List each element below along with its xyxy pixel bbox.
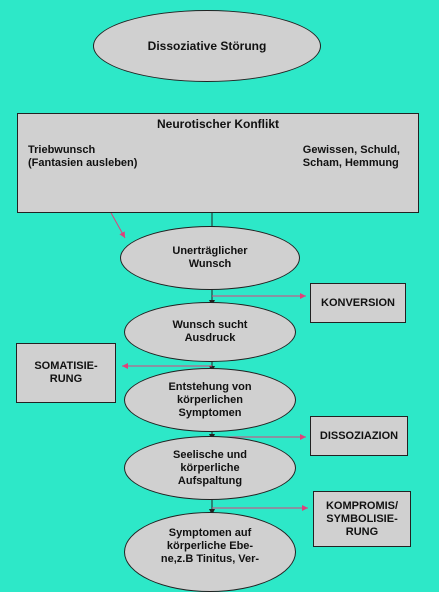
dissoziazion-box: DISSOZIAZION (310, 416, 408, 456)
title-text: Dissoziative Störung (147, 38, 267, 53)
kompromis-box: KOMPROMIS/ SYMBOLISIE- RUNG (313, 491, 411, 547)
diagram: Dissoziative Störung Neurotischer Konfli… (16, 10, 419, 592)
conflict-box: Neurotischer Konflikt Triebwunsch (Fanta… (17, 113, 419, 213)
step-oval-3: Entstehung von körperlichen Symptomen (124, 368, 296, 432)
somatisierung-text: SOMATISIE- RUNG (34, 360, 98, 385)
conflict-left-text: Triebwunsch (Fantasien ausleben) (28, 144, 138, 169)
conflict-heading: Neurotischer Konflikt (156, 117, 279, 131)
title-oval: Dissoziative Störung (93, 10, 321, 82)
konversion-text: KONVERSION (321, 296, 395, 309)
step-1-text: Unerträglicher Wunsch (172, 245, 248, 270)
step-4-text: Seelische und körperliche Aufspaltung (173, 448, 247, 487)
step-oval-4: Seelische und körperliche Aufspaltung (124, 436, 296, 500)
step-3-text: Entstehung von körperlichen Symptomen (168, 380, 252, 419)
conflict-right-text: Gewissen, Schuld, Scham, Hemmung (302, 144, 400, 169)
step-oval-2: Wunsch sucht Ausdruck (124, 302, 296, 362)
step-oval-1: Unerträglicher Wunsch (120, 226, 300, 290)
dissoziazion-text: DISSOZIAZION (319, 429, 399, 442)
somatisierung-box: SOMATISIE- RUNG (16, 343, 116, 403)
konversion-box: KONVERSION (310, 283, 406, 323)
step-2-text: Wunsch sucht Ausdruck (172, 319, 248, 344)
kompromis-text: KOMPROMIS/ SYMBOLISIE- RUNG (325, 499, 399, 538)
step-5-text: Symptomen auf körperliche Ebe- ne,z.B Ti… (160, 527, 260, 565)
step-oval-5: Symptomen auf körperliche Ebe- ne,z.B Ti… (124, 512, 296, 592)
